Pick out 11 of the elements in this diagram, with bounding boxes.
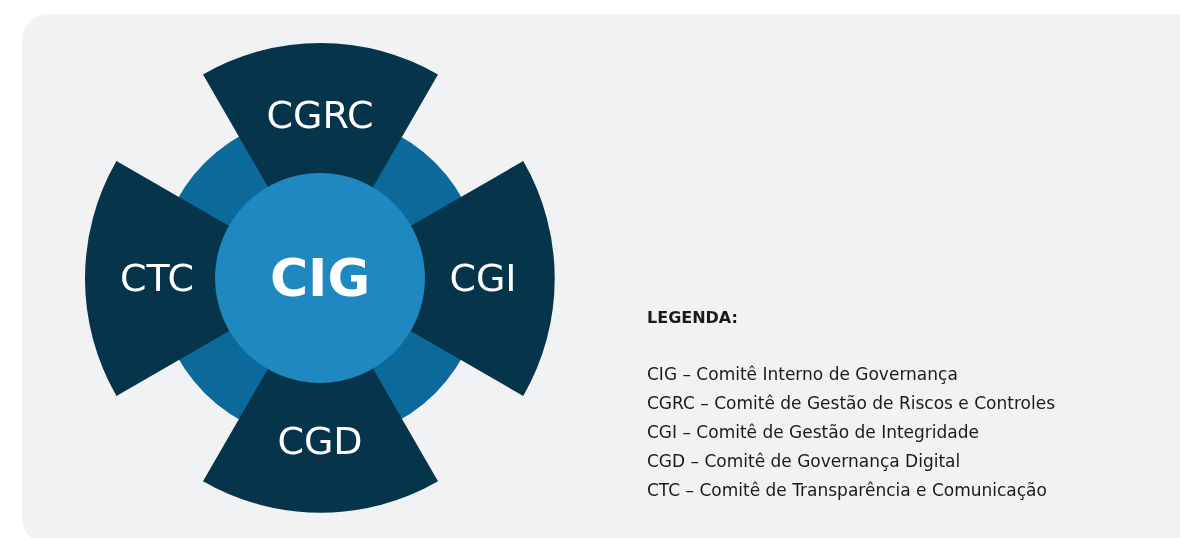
legend-entry: CTC – Comitê de Transparência e Comunicação xyxy=(647,480,1047,500)
legend-heading: LEGENDA: xyxy=(647,308,738,327)
node-label: CGD xyxy=(277,419,363,463)
legend-entry: CGI – Comitê de Gestão de Integridade xyxy=(647,422,979,442)
legend-entry: CIG – Comitê Interno de Governança xyxy=(647,364,958,384)
legend-entry: CGRC – Comitê de Gestão de Riscos e Controles xyxy=(647,393,1055,413)
node-label: CTC xyxy=(119,256,195,300)
legend-entry: CGD – Comitê de Governança Digital xyxy=(647,451,961,471)
node-label: CGRC xyxy=(266,93,374,137)
node-label: CIG xyxy=(269,248,371,308)
node-label: CGI xyxy=(449,256,517,300)
